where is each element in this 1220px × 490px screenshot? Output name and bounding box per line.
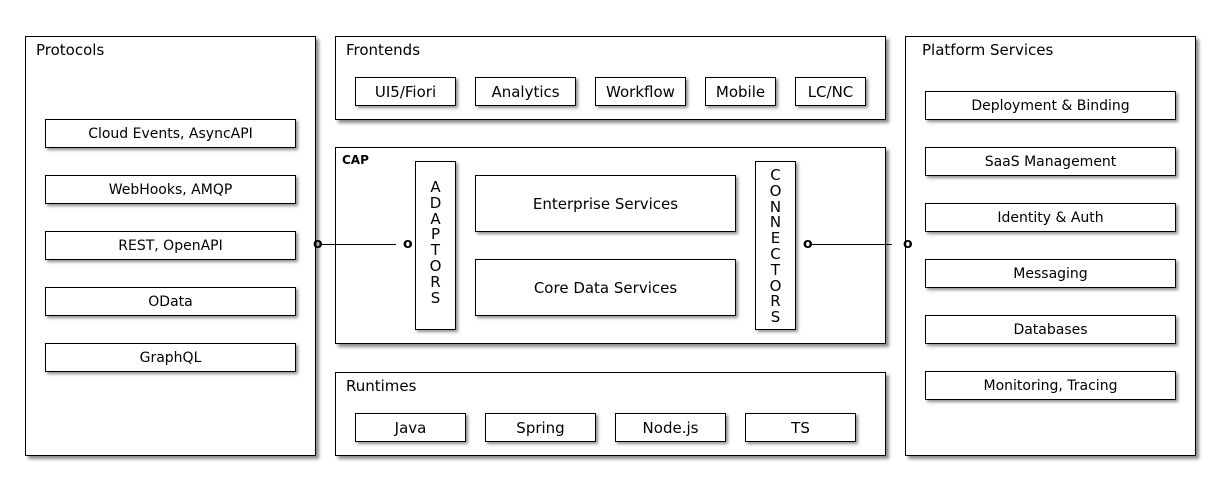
frontend-lc-nc: LC/NC: [795, 77, 866, 106]
connector-end-glyph: o: [903, 236, 913, 252]
vertical-letter: N: [769, 197, 782, 216]
vertical-letter: N: [769, 213, 782, 232]
vertical-letter: O: [429, 256, 442, 275]
protocol-rest: REST, OpenAPI: [45, 231, 296, 260]
platform-messaging: Messaging: [925, 259, 1176, 288]
protocol-odata: OData: [45, 287, 296, 316]
platform-identity-auth: Identity & Auth: [925, 203, 1176, 232]
core-data-services-box: Core Data Services: [475, 259, 736, 316]
vertical-letter: O: [769, 276, 782, 295]
frontends-title: Frontends: [346, 41, 421, 59]
protocols-title: Protocols: [36, 41, 105, 59]
platform-monitoring-tracing: Monitoring, Tracing: [925, 371, 1176, 400]
vertical-letter: T: [430, 241, 441, 260]
vertical-letter: C: [770, 166, 781, 184]
connector-end-glyph: o: [403, 236, 413, 252]
protocol-webhooks: WebHooks, AMQP: [45, 175, 296, 204]
vertical-letter: S: [770, 308, 781, 327]
platform-databases: Databases: [925, 315, 1176, 344]
vertical-letter: T: [770, 260, 781, 279]
platform-services-title: Platform Services: [922, 41, 1054, 59]
vertical-letter: D: [429, 193, 442, 212]
vertical-letter: R: [430, 272, 441, 291]
vertical-letter: A: [430, 178, 441, 196]
vertical-letter: R: [770, 292, 781, 311]
connector-end-glyph: o: [313, 236, 323, 252]
vertical-letter: P: [430, 225, 441, 244]
connector-end-glyph: o: [803, 236, 813, 252]
protocol-graphql: GraphQL: [45, 343, 296, 372]
runtime-java: Java: [355, 413, 466, 442]
enterprise-services-box: Enterprise Services: [475, 175, 736, 232]
protocol-cloud-events: Cloud Events, AsyncAPI: [45, 119, 296, 148]
frontend-mobile: Mobile: [705, 77, 776, 106]
runtime-spring: Spring: [485, 413, 596, 442]
protocols-adaptors-connector: [322, 244, 396, 245]
runtime-ts: TS: [745, 413, 856, 442]
frontend-analytics: Analytics: [475, 77, 576, 106]
vertical-letter: A: [430, 209, 441, 228]
runtime-nodejs: Node.js: [615, 413, 726, 442]
connectors-platform-connector: [812, 244, 892, 245]
vertical-letter: S: [430, 288, 441, 307]
vertical-letter: O: [769, 181, 782, 200]
cap-title: CAP: [342, 153, 369, 167]
runtimes-title: Runtimes: [346, 377, 417, 395]
vertical-letter: C: [770, 244, 781, 263]
vertical-letter: E: [770, 229, 781, 248]
platform-saas-management: SaaS Management: [925, 147, 1176, 176]
frontend-ui5-fiori: UI5/Fiori: [355, 77, 456, 106]
platform-deployment-binding: Deployment & Binding: [925, 91, 1176, 120]
frontend-workflow: Workflow: [595, 77, 686, 106]
